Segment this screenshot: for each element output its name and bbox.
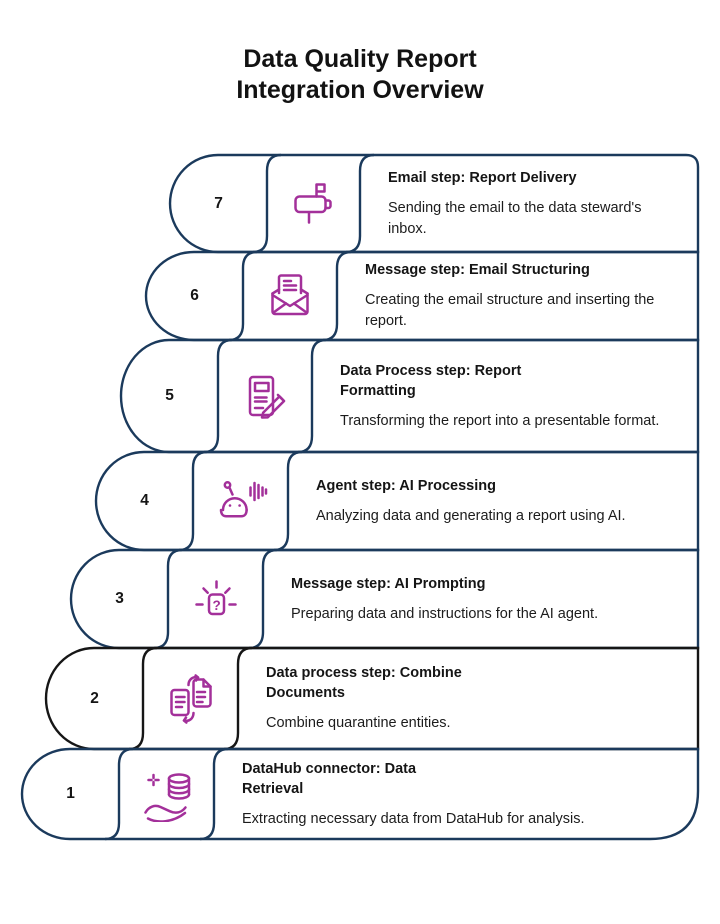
step-number: 7 bbox=[214, 194, 223, 212]
step-card: Data process step: Combine Documents Com… bbox=[238, 648, 698, 749]
mailbox-icon bbox=[267, 155, 360, 252]
step-description: Sending the email to the data steward's … bbox=[388, 199, 642, 237]
step-row-1: 1 DataHub connector: Data Retrieval Extr… bbox=[20, 747, 700, 841]
step-card: DataHub connector: Data Retrieval Extrac… bbox=[214, 749, 698, 839]
row-outline-shape bbox=[20, 747, 700, 841]
diagram-title: Data Quality Report Integration Overview bbox=[236, 45, 484, 104]
step-row-2: 2 Data process step: Combine Documents C… bbox=[44, 646, 700, 751]
data-retrieval-icon bbox=[119, 749, 214, 839]
step-title: Email step: Report Delivery bbox=[388, 169, 577, 186]
step-card: Message step: AI Prompting Preparing dat… bbox=[263, 550, 698, 648]
step-title: Data process step: Combine Documents bbox=[266, 665, 462, 701]
step-number: 3 bbox=[115, 590, 124, 607]
step-card: Email step: Report Delivery Sending the … bbox=[360, 155, 698, 252]
open-envelope-icon bbox=[243, 252, 337, 340]
step-description: Transforming the report into a presentab… bbox=[340, 412, 660, 429]
step-row-5: 5 Data Process step: Report Formatting T… bbox=[119, 338, 700, 454]
step-description: Creating the email structure and inserti… bbox=[365, 292, 655, 329]
step-description: Analyzing data and generating a report u… bbox=[316, 507, 626, 524]
step-number: 6 bbox=[190, 287, 199, 304]
step-title: Data Process step: Report Formatting bbox=[340, 362, 522, 399]
step-row-6: 6 Message step: Email Structuring Creati… bbox=[144, 250, 700, 342]
svg-text:?: ? bbox=[212, 598, 220, 613]
step-number: 5 bbox=[165, 387, 174, 404]
step-title: Message step: AI Prompting bbox=[291, 575, 486, 592]
step-description: Extracting necessary data from DataHub f… bbox=[242, 810, 585, 827]
step-number: 4 bbox=[140, 492, 149, 509]
step-row-7: 7 Email step: Report Delivery Sending th… bbox=[168, 153, 700, 254]
step-title: Agent step: AI Processing bbox=[316, 477, 496, 494]
step-number: 2 bbox=[90, 689, 99, 707]
step-description: Combine quarantine entities. bbox=[266, 715, 451, 731]
step-card: Data Process step: Report Formatting Tra… bbox=[312, 340, 698, 452]
document-edit-icon bbox=[218, 340, 312, 452]
row-outline-shape bbox=[168, 153, 700, 254]
combine-documents-icon bbox=[143, 648, 238, 749]
step-row-4: 4 Agent step: AI Processing Analyzing da… bbox=[94, 450, 700, 552]
step-title: DataHub connector: Data Retrieval bbox=[242, 760, 417, 797]
step-number: 1 bbox=[66, 785, 75, 802]
ai-agent-icon bbox=[193, 452, 288, 550]
step-card: Message step: Email Structuring Creating… bbox=[337, 252, 698, 340]
prompt-question-icon: ? bbox=[168, 550, 263, 648]
step-card: Agent step: AI Processing Analyzing data… bbox=[288, 452, 698, 550]
step-description: Preparing data and instructions for the … bbox=[291, 605, 599, 622]
step-row-3: 3 ? Message step: AI Prompting Preparing… bbox=[69, 548, 700, 650]
step-title: Message step: Email Structuring bbox=[365, 262, 590, 278]
